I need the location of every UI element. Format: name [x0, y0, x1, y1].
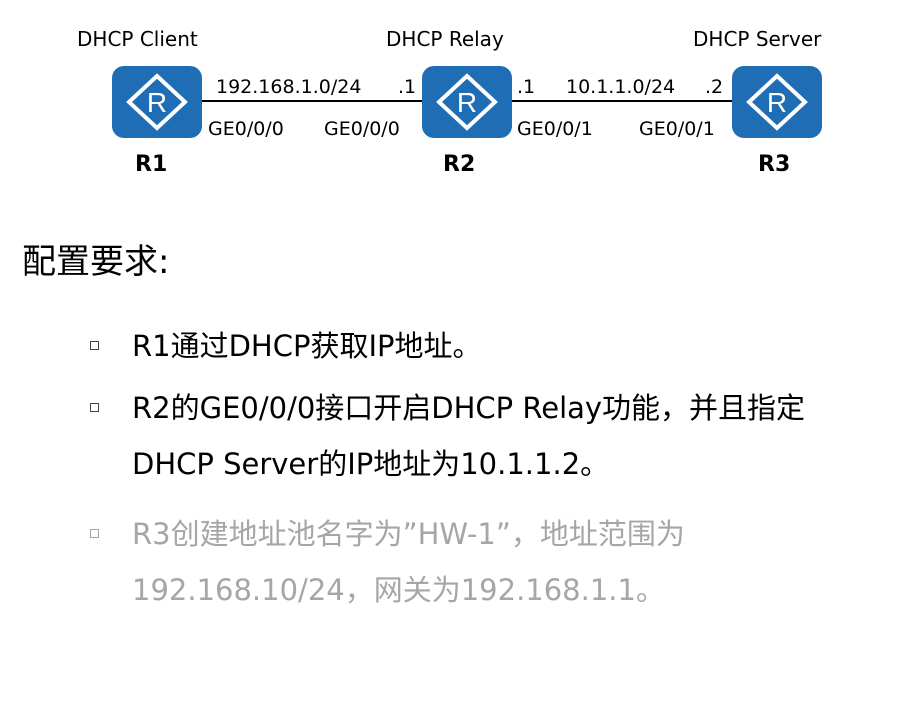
svg-text:R: R [767, 87, 787, 118]
router-name-r2: R2 [443, 152, 476, 177]
requirements-title: 配置要求: [22, 242, 170, 282]
link2-network: 10.1.1.0/24 [566, 76, 676, 98]
router-icon: R [126, 73, 188, 131]
router-r3[interactable]: R [732, 66, 822, 138]
square-bullet-icon [90, 341, 99, 350]
router-role-r3: DHCP Server [693, 27, 822, 51]
router-name-r3: R3 [758, 152, 791, 177]
square-bullet-icon [90, 529, 99, 538]
link2-r3-interface: GE0/0/1 [639, 118, 715, 140]
router-r2[interactable]: R [422, 66, 512, 138]
link2-r3-host: .2 [705, 76, 724, 98]
requirement-item-3: R3创建地址池名字为”HW-1”，地址范围为192.168.10/24，网关为1… [90, 506, 890, 618]
link2-r2-host: .1 [517, 76, 536, 98]
link-r1-r2 [202, 100, 422, 102]
requirement-item-2: R2的GE0/0/0接口开启DHCP Relay功能，并且指定DHCP Serv… [90, 380, 890, 492]
router-icon: R [746, 73, 808, 131]
requirement-item-1: R1通过DHCP获取IP地址。 [90, 318, 890, 374]
square-bullet-icon [90, 403, 99, 412]
svg-text:R: R [457, 87, 477, 118]
link2-r2-interface: GE0/0/1 [517, 118, 593, 140]
requirement-text-1: R1通过DHCP获取IP地址。 [132, 329, 482, 363]
svg-text:R: R [147, 87, 167, 118]
link1-r2-interface: GE0/0/0 [324, 118, 400, 140]
link1-network: 192.168.1.0/24 [216, 76, 362, 98]
router-r1[interactable]: R [112, 66, 202, 138]
router-role-r2: DHCP Relay [386, 27, 504, 51]
router-name-r1: R1 [135, 152, 168, 177]
router-role-r1: DHCP Client [77, 27, 198, 51]
link-r2-r3 [512, 100, 734, 102]
requirement-text-2: R2的GE0/0/0接口开启DHCP Relay功能，并且指定DHCP Serv… [132, 391, 806, 481]
router-icon: R [436, 73, 498, 131]
requirement-text-3: R3创建地址池名字为”HW-1”，地址范围为192.168.10/24，网关为1… [132, 517, 685, 607]
link1-r2-host: .1 [398, 76, 417, 98]
link1-r1-interface: GE0/0/0 [208, 118, 284, 140]
